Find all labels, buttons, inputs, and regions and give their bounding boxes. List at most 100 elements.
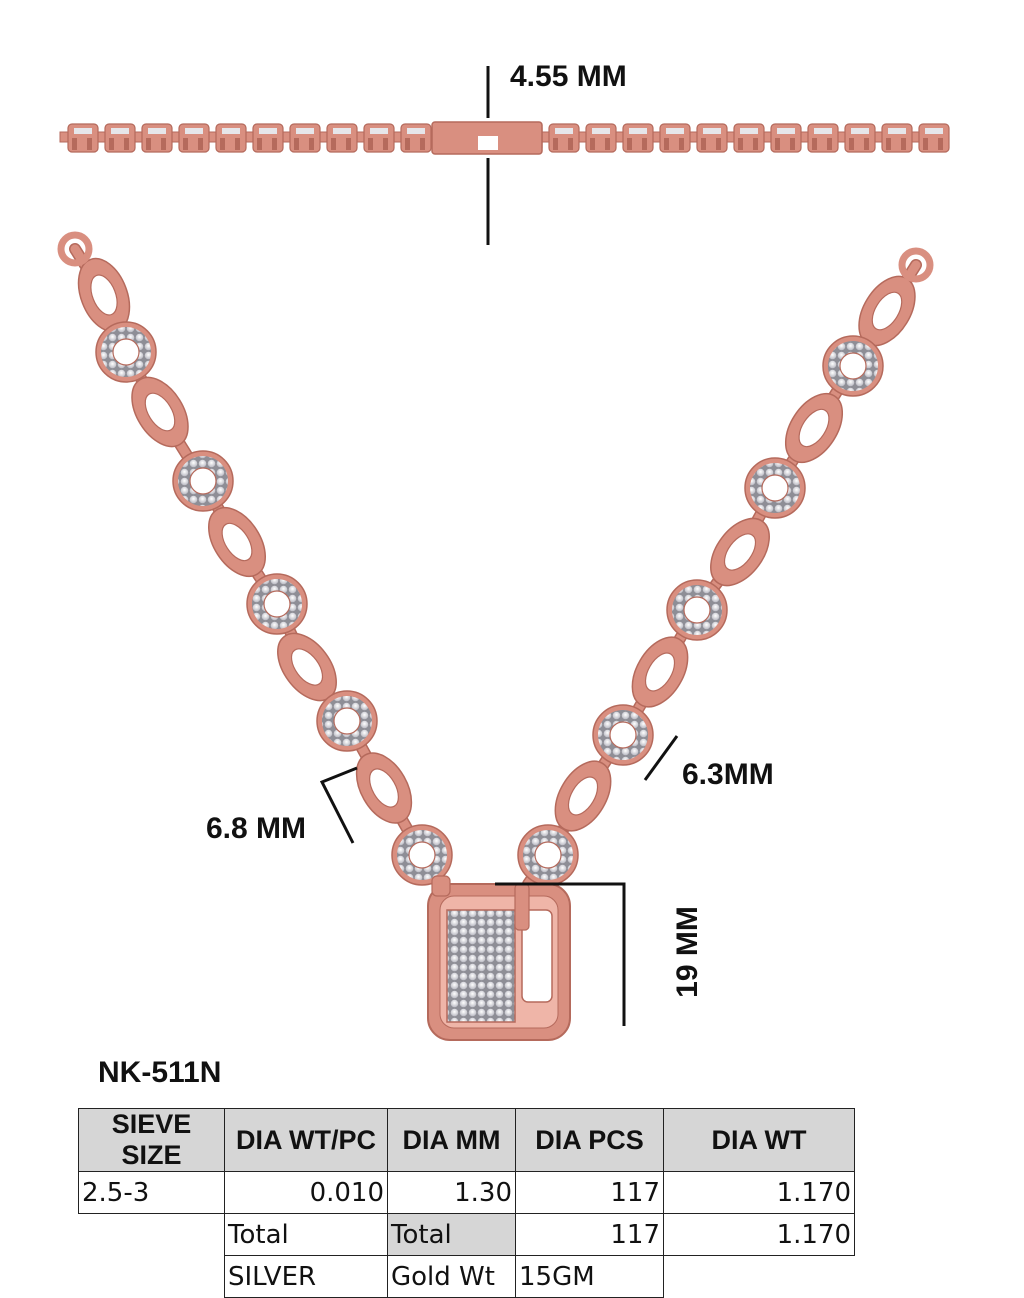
profile-gap xyxy=(420,138,425,150)
cell-dia-mm: 1.30 xyxy=(387,1171,516,1214)
profile-gap xyxy=(146,138,151,150)
table-total-row: Total Total 117 1.170 xyxy=(78,1213,855,1256)
profile-stone xyxy=(370,128,388,134)
oval-link-label: 6.3MM xyxy=(682,758,774,791)
profile-stone xyxy=(666,128,684,134)
product-code: NK-511N xyxy=(98,1056,222,1089)
header-dia-wt: DIA WT xyxy=(663,1108,855,1172)
oval-link xyxy=(277,632,337,702)
cell-dia-wt: 1.170 xyxy=(663,1171,855,1214)
profile-clasp-gap xyxy=(478,136,498,150)
profile-gap xyxy=(864,138,869,150)
table-header-row: SIEVE SIZE DIA WT/PC DIA MM DIA PCS DIA … xyxy=(78,1108,855,1172)
profile-gap xyxy=(849,138,854,150)
profile-gap xyxy=(383,138,388,150)
oval-link xyxy=(208,506,266,578)
profile-gap xyxy=(701,138,706,150)
profile-stone xyxy=(629,128,647,134)
profile-gap xyxy=(716,138,721,150)
profile-gap xyxy=(553,138,558,150)
table-metal-row: SILVER Gold Wt 15GM xyxy=(79,1255,855,1298)
profile-gap xyxy=(309,138,314,150)
profile-gap xyxy=(664,138,669,150)
cell-total-label: Total xyxy=(224,1213,388,1256)
profile-gap xyxy=(827,138,832,150)
oval-link xyxy=(355,752,413,824)
cell-dia-wt-pc: 0.010 xyxy=(224,1171,388,1214)
cell-total-pcs: 117 xyxy=(515,1213,664,1256)
spec-table: SIEVE SIZE DIA WT/PC DIA MM DIA PCS DIA … xyxy=(78,1108,855,1298)
round-link xyxy=(246,573,308,635)
dimension-lines xyxy=(319,66,679,1026)
profile-gap xyxy=(938,138,943,150)
profile-gap xyxy=(405,138,410,150)
profile-gap xyxy=(346,138,351,150)
round-link xyxy=(666,579,728,641)
profile-stone xyxy=(111,128,129,134)
oval-link xyxy=(77,257,131,333)
profile-gap xyxy=(87,138,92,150)
profile-gap xyxy=(235,138,240,150)
profile-stone xyxy=(185,128,203,134)
profile-stone xyxy=(222,128,240,134)
profile-gap xyxy=(198,138,203,150)
oval-link xyxy=(710,517,770,587)
pendant-slot xyxy=(521,909,553,1003)
profile-gap xyxy=(642,138,647,150)
profile-stone xyxy=(407,128,425,134)
round-link xyxy=(95,321,157,383)
cell-sieve-size: 2.5-3 xyxy=(78,1171,225,1214)
cell-empty xyxy=(78,1213,225,1256)
profile-gap xyxy=(72,138,77,150)
profile-gap xyxy=(331,138,336,150)
profile-stone xyxy=(814,128,832,134)
profile-gap xyxy=(812,138,817,150)
cell-gold-wt-label: Gold Wt xyxy=(387,1255,516,1298)
round-link xyxy=(316,690,378,752)
profile-view xyxy=(59,121,950,155)
round-link xyxy=(592,704,654,766)
cell-total-label-2: Total xyxy=(387,1213,516,1256)
profile-gap xyxy=(901,138,906,150)
profile-stone xyxy=(925,128,943,134)
oval-link xyxy=(858,275,916,347)
profile-stone xyxy=(148,128,166,134)
header-sieve-size: SIEVE SIZE xyxy=(78,1108,225,1172)
pendant-jump-ring xyxy=(431,875,451,897)
profile-gap xyxy=(161,138,166,150)
profile-stone xyxy=(703,128,721,134)
chain xyxy=(57,231,934,894)
profile-stone xyxy=(296,128,314,134)
cell-empty xyxy=(663,1255,855,1298)
profile-stone xyxy=(851,128,869,134)
profile-gap xyxy=(124,138,129,150)
profile-gap xyxy=(368,138,373,150)
profile-gap xyxy=(753,138,758,150)
cell-total-wt: 1.170 xyxy=(663,1213,855,1256)
profile-gap xyxy=(886,138,891,150)
oval-link xyxy=(131,376,189,448)
profile-stone xyxy=(888,128,906,134)
profile-stone xyxy=(740,128,758,134)
cell-dia-pcs: 117 xyxy=(515,1171,664,1214)
header-dia-pcs: DIA PCS xyxy=(515,1108,664,1172)
profile-stone xyxy=(777,128,795,134)
oval-link xyxy=(784,393,844,463)
round-link-label: 6.8 MM xyxy=(206,812,307,845)
pendant xyxy=(427,875,571,1041)
header-dia-mm: DIA MM xyxy=(387,1108,516,1172)
profile-gap xyxy=(738,138,743,150)
cell-empty xyxy=(79,1256,225,1298)
header-dia-wt-pc: DIA WT/PC xyxy=(224,1108,388,1172)
profile-stone xyxy=(592,128,610,134)
profile-gap xyxy=(775,138,780,150)
round-link xyxy=(391,824,453,886)
profile-gap xyxy=(679,138,684,150)
table-row: 2.5-3 0.010 1.30 117 1.170 xyxy=(78,1171,855,1214)
round-link xyxy=(517,824,579,886)
oval-link xyxy=(554,760,612,832)
profile-stone xyxy=(333,128,351,134)
profile-gap xyxy=(294,138,299,150)
round-link xyxy=(744,457,806,519)
pendant-pave xyxy=(446,909,516,1023)
